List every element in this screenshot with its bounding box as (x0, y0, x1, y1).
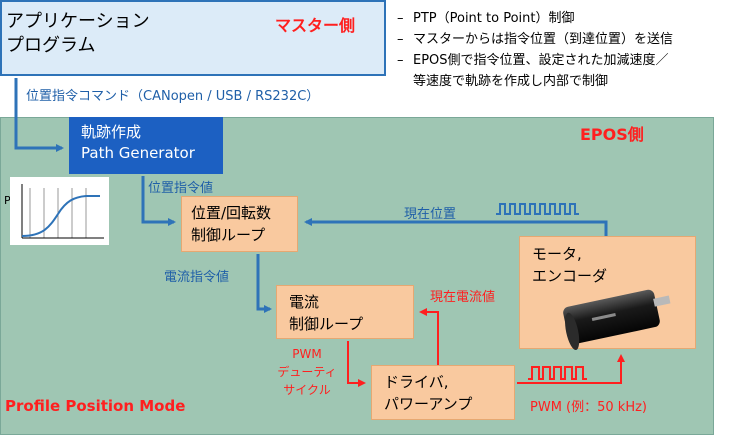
bullet-ptp-control: PTP（Point to Point）制御 (397, 8, 740, 29)
motor-image (563, 289, 671, 351)
pwm-duty-line1: PWM (292, 347, 322, 361)
bullet-master-sends-target: マスターからは指令位置（到達位置）を送信 (397, 29, 740, 50)
position-loop-line1: 位置/回転数 (191, 204, 272, 222)
master-application-line2: プログラム (6, 35, 96, 56)
path-generator-line1: 軌跡作成 (81, 123, 142, 141)
current-command-label: 電流指令値 (164, 270, 230, 285)
current-loop-line1: 電流 (289, 293, 320, 311)
master-side-label: マスター側 (275, 16, 356, 35)
position-loop-line2: 制御ループ (191, 226, 266, 244)
command-arrow (14, 78, 64, 152)
motor-line2: エンコーダ (532, 267, 608, 285)
current-command-arrow (256, 254, 272, 313)
position-command-interface-label: 位置指令コマンド（CANopen / USB / RS232C） (26, 89, 320, 104)
path-generator-box: 軌跡作成 Path Generator (69, 117, 223, 174)
motor-line1: モータ, (532, 245, 582, 263)
position-command-label: 位置指令値 (148, 181, 214, 196)
s-curve (21, 195, 100, 237)
pwm-duty-line3: サイクル (283, 383, 331, 397)
pwm-duty-cycle-label: PWM デューティ サイクル (262, 345, 352, 399)
pwm-duty-arrow (347, 341, 366, 387)
master-application-line1: アプリケーション (6, 11, 150, 32)
pwm-output-arrow (517, 354, 625, 384)
pwm-waveform (528, 366, 587, 380)
master-application-label: アプリケーション プログラム (6, 10, 150, 58)
driver-line2: パワーアンプ (384, 395, 473, 413)
position-velocity-loop-box: 位置/回転数 制御ループ (181, 196, 298, 252)
description-bullets: PTP（Point to Point）制御 マスターからは指令位置（到達位置）を… (397, 8, 740, 92)
current-feedback-arrow (419, 308, 439, 365)
master-application-box (0, 0, 386, 76)
actual-position-label: 現在位置 (404, 207, 457, 222)
current-loop-box: 電流 制御ループ (276, 285, 414, 339)
position-feedback-arrow (304, 218, 608, 236)
path-generator-line2: Path Generator (81, 144, 195, 162)
trajectory-mini-graph (10, 177, 109, 245)
driver-power-amp-box: ドライバ, パワーアンプ (371, 365, 515, 420)
bullet-epos-trajectory: EPOS側で指令位置、設定された加減速度／ (397, 50, 740, 71)
pwm-duty-line2: デューティ (277, 365, 337, 379)
driver-line1: ドライバ, (384, 373, 449, 391)
profile-position-mode-label: Profile Position Mode (5, 397, 186, 415)
encoder-pulse-waveform (496, 203, 579, 215)
epos-side-label: EPOS側 (580, 125, 644, 144)
bullet-epos-trajectory-cont: 等速度で軌跡を作成し内部で制御 (413, 74, 609, 89)
position-command-arrow (141, 176, 176, 226)
pwm-frequency-label: PWM (例：50 kHz) (530, 400, 647, 415)
actual-current-label: 現在電流値 (430, 290, 496, 305)
current-loop-line2: 制御ループ (289, 315, 364, 333)
